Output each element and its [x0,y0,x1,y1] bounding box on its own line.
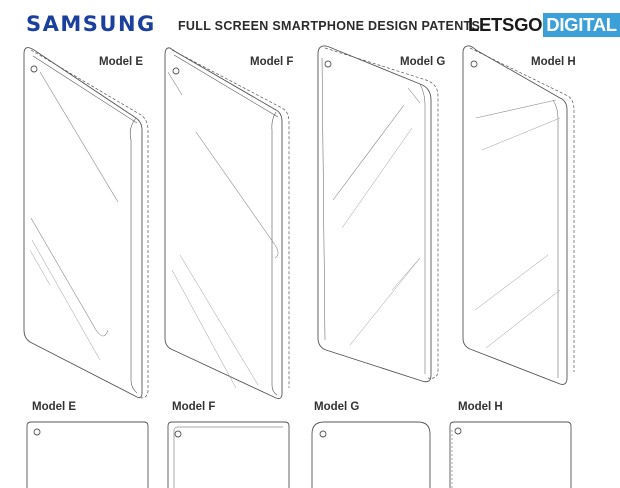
bottom-label-model-h: Model H [458,401,503,413]
top-label-model-h: Model H [531,56,576,68]
bottom-label-model-g: Model G [314,401,360,413]
camera-icon [454,427,462,435]
front-view-model-f [167,421,290,488]
letsgodigital-logo: LETSGO DIGITAL [468,13,620,37]
phone-drawing-model-h [462,45,575,385]
camera-icon [324,60,332,68]
logo-text-digital: DIGITAL [543,13,620,37]
bottom-label-model-f: Model F [172,401,216,413]
top-label-model-f: Model F [250,56,294,68]
camera-icon [172,67,180,75]
phone-drawing-model-g [317,45,439,383]
camera-icon [33,428,41,436]
phone-drawing-model-e [23,47,149,399]
front-view-model-e [26,421,149,488]
camera-icon [470,60,478,68]
logo-text-letsgo: LETSGO [468,14,543,35]
front-view-model-h [449,421,572,488]
top-label-model-e: Model E [99,56,144,68]
page-headline: FULL SCREEN SMARTPHONE DESIGN PATENTS [178,19,481,33]
camera-icon [30,65,38,73]
camera-icon [174,430,182,438]
bottom-label-model-e: Model E [32,401,77,413]
camera-icon [319,430,327,438]
samsung-brand-logo: SAMSUNG [26,12,156,36]
phone-drawing-model-f [164,47,290,399]
top-label-model-g: Model G [400,56,446,68]
front-view-model-g [311,421,431,488]
